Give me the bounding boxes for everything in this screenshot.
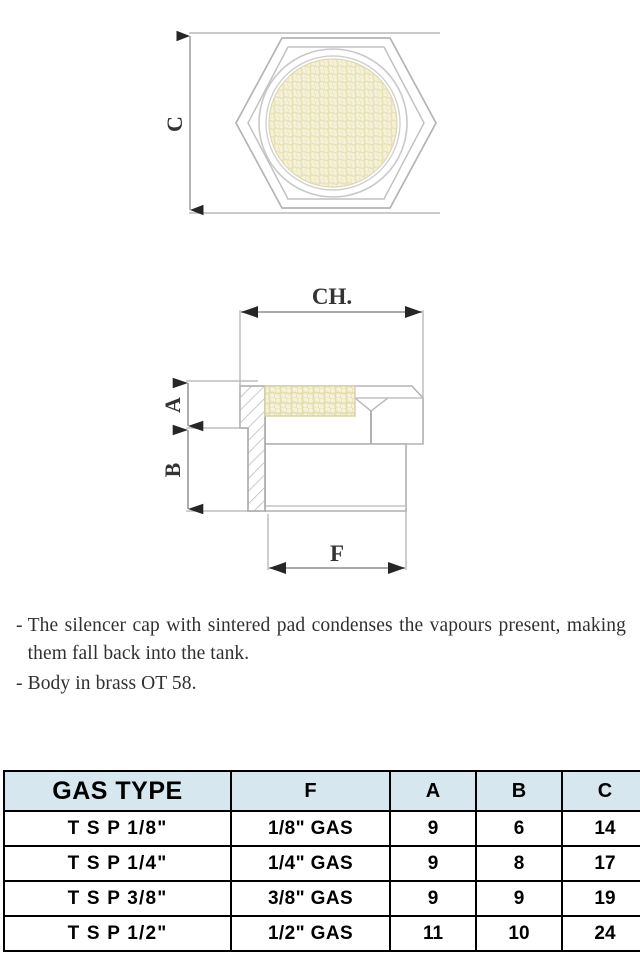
description-block: - The silencer cap with sintered pad con…: [0, 612, 640, 698]
cell-f: 1/8" GAS: [230, 810, 391, 847]
dimension-label-c: C: [162, 116, 187, 132]
table-row: T S P 1/2" 1/2" GAS 11 10 24: [3, 915, 640, 952]
spec-table-body: T S P 1/8" 1/8" GAS 9 6 14 T S P 1/4" 1/…: [3, 810, 640, 952]
front-view-drawing: C: [0, 0, 640, 268]
cell-f: 1/2" GAS: [230, 915, 391, 952]
cell-c: 24: [561, 915, 640, 952]
description-dash: -: [16, 673, 23, 694]
cell-gas-type: T S P 1/2": [3, 915, 232, 952]
front-view-svg: C: [162, 30, 440, 216]
cell-a: 11: [389, 915, 477, 952]
front-view-extension-lines: [189, 32, 440, 214]
cell-gas-type: T S P 3/8": [3, 880, 232, 917]
sintered-pad-section: [264, 385, 356, 417]
section-view-drawing: CH. A: [0, 268, 640, 598]
cell-gas-type: T S P 1/8": [3, 810, 232, 847]
column-header-f: F: [230, 770, 391, 812]
sectioned-wall: [239, 385, 266, 512]
sintered-pad-disc: [268, 58, 398, 188]
spec-table-head: GAS TYPE F A B C: [3, 770, 640, 812]
spec-table-container: GAS TYPE F A B C T S P 1/8" 1/8" GAS 9 6…: [3, 770, 640, 952]
dimension-label-a: A: [160, 397, 185, 413]
cell-a: 9: [389, 880, 477, 917]
cell-a: 9: [389, 845, 477, 882]
table-header-row: GAS TYPE F A B C: [3, 770, 640, 812]
table-row: T S P 3/8" 3/8" GAS 9 9 19: [3, 880, 640, 917]
cell-c: 19: [561, 880, 640, 917]
threaded-shank: [264, 443, 407, 512]
description-item: - The silencer cap with sintered pad con…: [16, 612, 626, 668]
cell-b: 9: [475, 880, 563, 917]
description-text: Body in brass OT 58.: [27, 673, 197, 694]
cell-b: 8: [475, 845, 563, 882]
cell-b: 10: [475, 915, 563, 952]
cell-f: 1/4" GAS: [230, 845, 391, 882]
cell-a: 9: [389, 810, 477, 847]
description-text: The silencer cap with sintered pad conde…: [27, 615, 626, 664]
table-row: T S P 1/8" 1/8" GAS 9 6 14: [3, 810, 640, 847]
cell-c: 14: [561, 810, 640, 847]
description-dash: -: [16, 615, 23, 636]
dimension-label-f: F: [330, 541, 344, 566]
cell-b: 6: [475, 810, 563, 847]
cell-gas-type: T S P 1/4": [3, 845, 232, 882]
dimension-label-ch: CH.: [312, 284, 352, 309]
spec-table: GAS TYPE F A B C T S P 1/8" 1/8" GAS 9 6…: [3, 770, 640, 952]
column-header-c: C: [561, 770, 640, 812]
column-header-b: B: [475, 770, 563, 812]
cell-c: 17: [561, 845, 640, 882]
description-item: - Body in brass OT 58.: [16, 670, 626, 698]
section-view-svg: CH. A: [160, 284, 424, 574]
column-header-a: A: [389, 770, 477, 812]
dimension-label-b: B: [160, 462, 185, 477]
table-row: T S P 1/4" 1/4" GAS 9 8 17: [3, 845, 640, 882]
cell-f: 3/8" GAS: [230, 880, 391, 917]
column-header-gas-type: GAS TYPE: [3, 770, 232, 812]
